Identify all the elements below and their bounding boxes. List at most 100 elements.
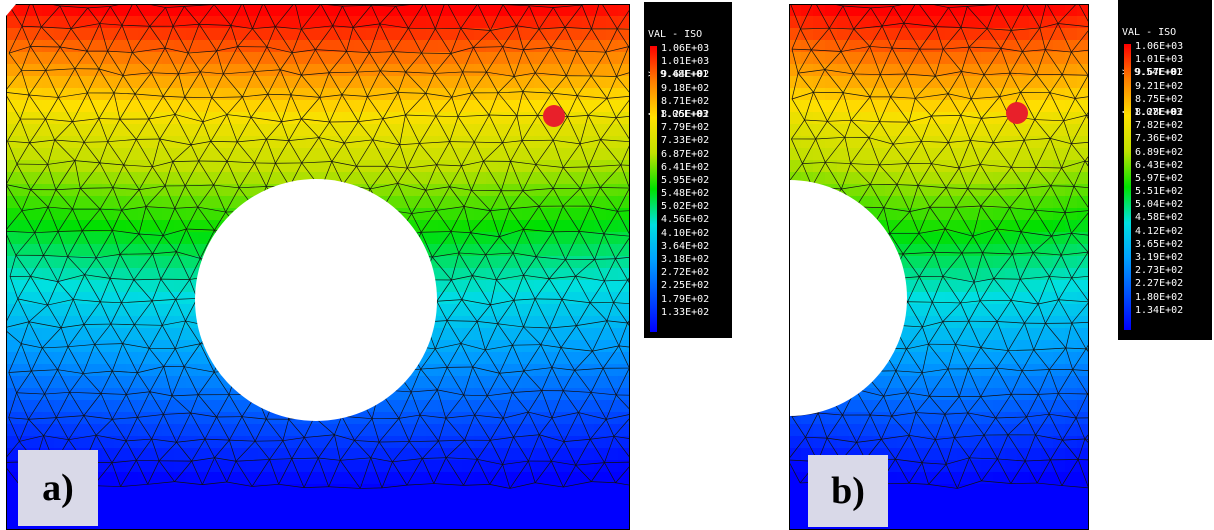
mesh-edge [419,414,446,419]
contour-cell [558,40,571,53]
contour-cell [474,508,487,521]
contour-cell [534,448,547,461]
mesh-edge [346,51,358,73]
contour-cell [378,508,391,521]
mesh-edge [449,165,462,187]
contour-cell [366,28,379,41]
mesh-edge [229,416,243,441]
contour-cell [789,436,802,449]
mesh-edge [237,46,255,72]
mesh-edge [551,47,577,52]
contour-cell [933,496,946,509]
mesh-edge [613,436,630,459]
contour-cell [246,448,259,461]
contour-cell [270,484,283,497]
mesh-edge [562,188,581,207]
contour-cell [162,436,175,449]
legend-value: 3.18E+02 [661,254,710,265]
contour-cell [186,172,199,185]
mesh-edge [576,28,592,52]
contour-cell [390,112,403,125]
contour-cell [66,232,79,245]
mesh-edge [551,417,565,442]
contour-cell [1029,88,1042,101]
mesh-edge [112,230,140,235]
contour-cell [270,16,283,29]
contour-cell [90,112,103,125]
contour-cell [102,28,115,41]
contour-cell [522,232,535,245]
contour-cell [222,460,235,473]
contour-cell [246,112,259,125]
mesh-edge [16,392,45,395]
mesh-edge [369,51,394,54]
contour-cell [1065,292,1078,305]
contour-cell [522,16,535,29]
contour-cell [546,244,559,257]
contour-cell [114,76,127,89]
contour-cell [54,352,67,365]
mesh-edge [47,139,55,165]
mesh-edge [604,436,615,463]
contour-cell [933,424,946,437]
contour-cell [849,412,862,425]
mesh-edge [502,25,517,47]
contour-cell [114,268,127,281]
contour-cell [462,472,475,485]
contour-cell [618,148,630,161]
contour-cell [921,40,934,53]
contour-cell [933,484,946,497]
contour-cell [18,280,31,293]
contour-cell [126,304,139,317]
contour-cell [234,412,247,425]
contour-cell [921,256,934,269]
contour-cell [30,400,43,413]
mesh-edge [513,298,536,301]
contour-cell [582,76,595,89]
contour-cell [162,256,175,269]
contour-cell [921,376,934,389]
contour-cell [66,352,79,365]
contour-cell [981,340,994,353]
contour-cell [1065,232,1078,245]
mesh-edge [435,115,459,118]
contour-cell [498,208,511,221]
contour-cell [438,328,451,341]
contour-cell [897,76,910,89]
mesh-edge [204,438,215,458]
mesh-edge [100,301,122,304]
contour-cell [378,148,391,161]
mesh-edge [359,457,372,489]
contour-cell [114,412,127,425]
panel-b-contour-plot [789,4,1089,530]
contour-cell [945,472,958,485]
contour-cell [1041,160,1054,173]
contour-cell [582,508,595,521]
contour-cell [957,496,970,509]
contour-cell [522,424,535,437]
contour-cell [1065,400,1078,413]
mesh-edge [163,228,187,236]
mesh-edge [184,160,200,186]
mesh-edge [490,190,502,211]
contour-cell [162,352,175,365]
contour-cell [1017,244,1030,257]
mesh-edge [334,416,343,435]
contour-cell [390,448,403,461]
contour-cell [885,112,898,125]
mesh-edge [292,49,316,54]
contour-cell [282,424,295,437]
mesh-edge [474,414,504,419]
contour-cell [54,112,67,125]
contour-cell [993,496,1006,509]
contour-cell [354,64,367,77]
mesh-edge [236,141,255,164]
contour-cell [66,412,79,425]
contour-cell [114,520,127,530]
contour-cell [606,256,619,269]
contour-cell [813,172,826,185]
contour-cell [522,496,535,509]
mesh-edge [147,481,175,485]
mesh-edge [445,417,465,441]
mesh-edge [47,160,76,165]
